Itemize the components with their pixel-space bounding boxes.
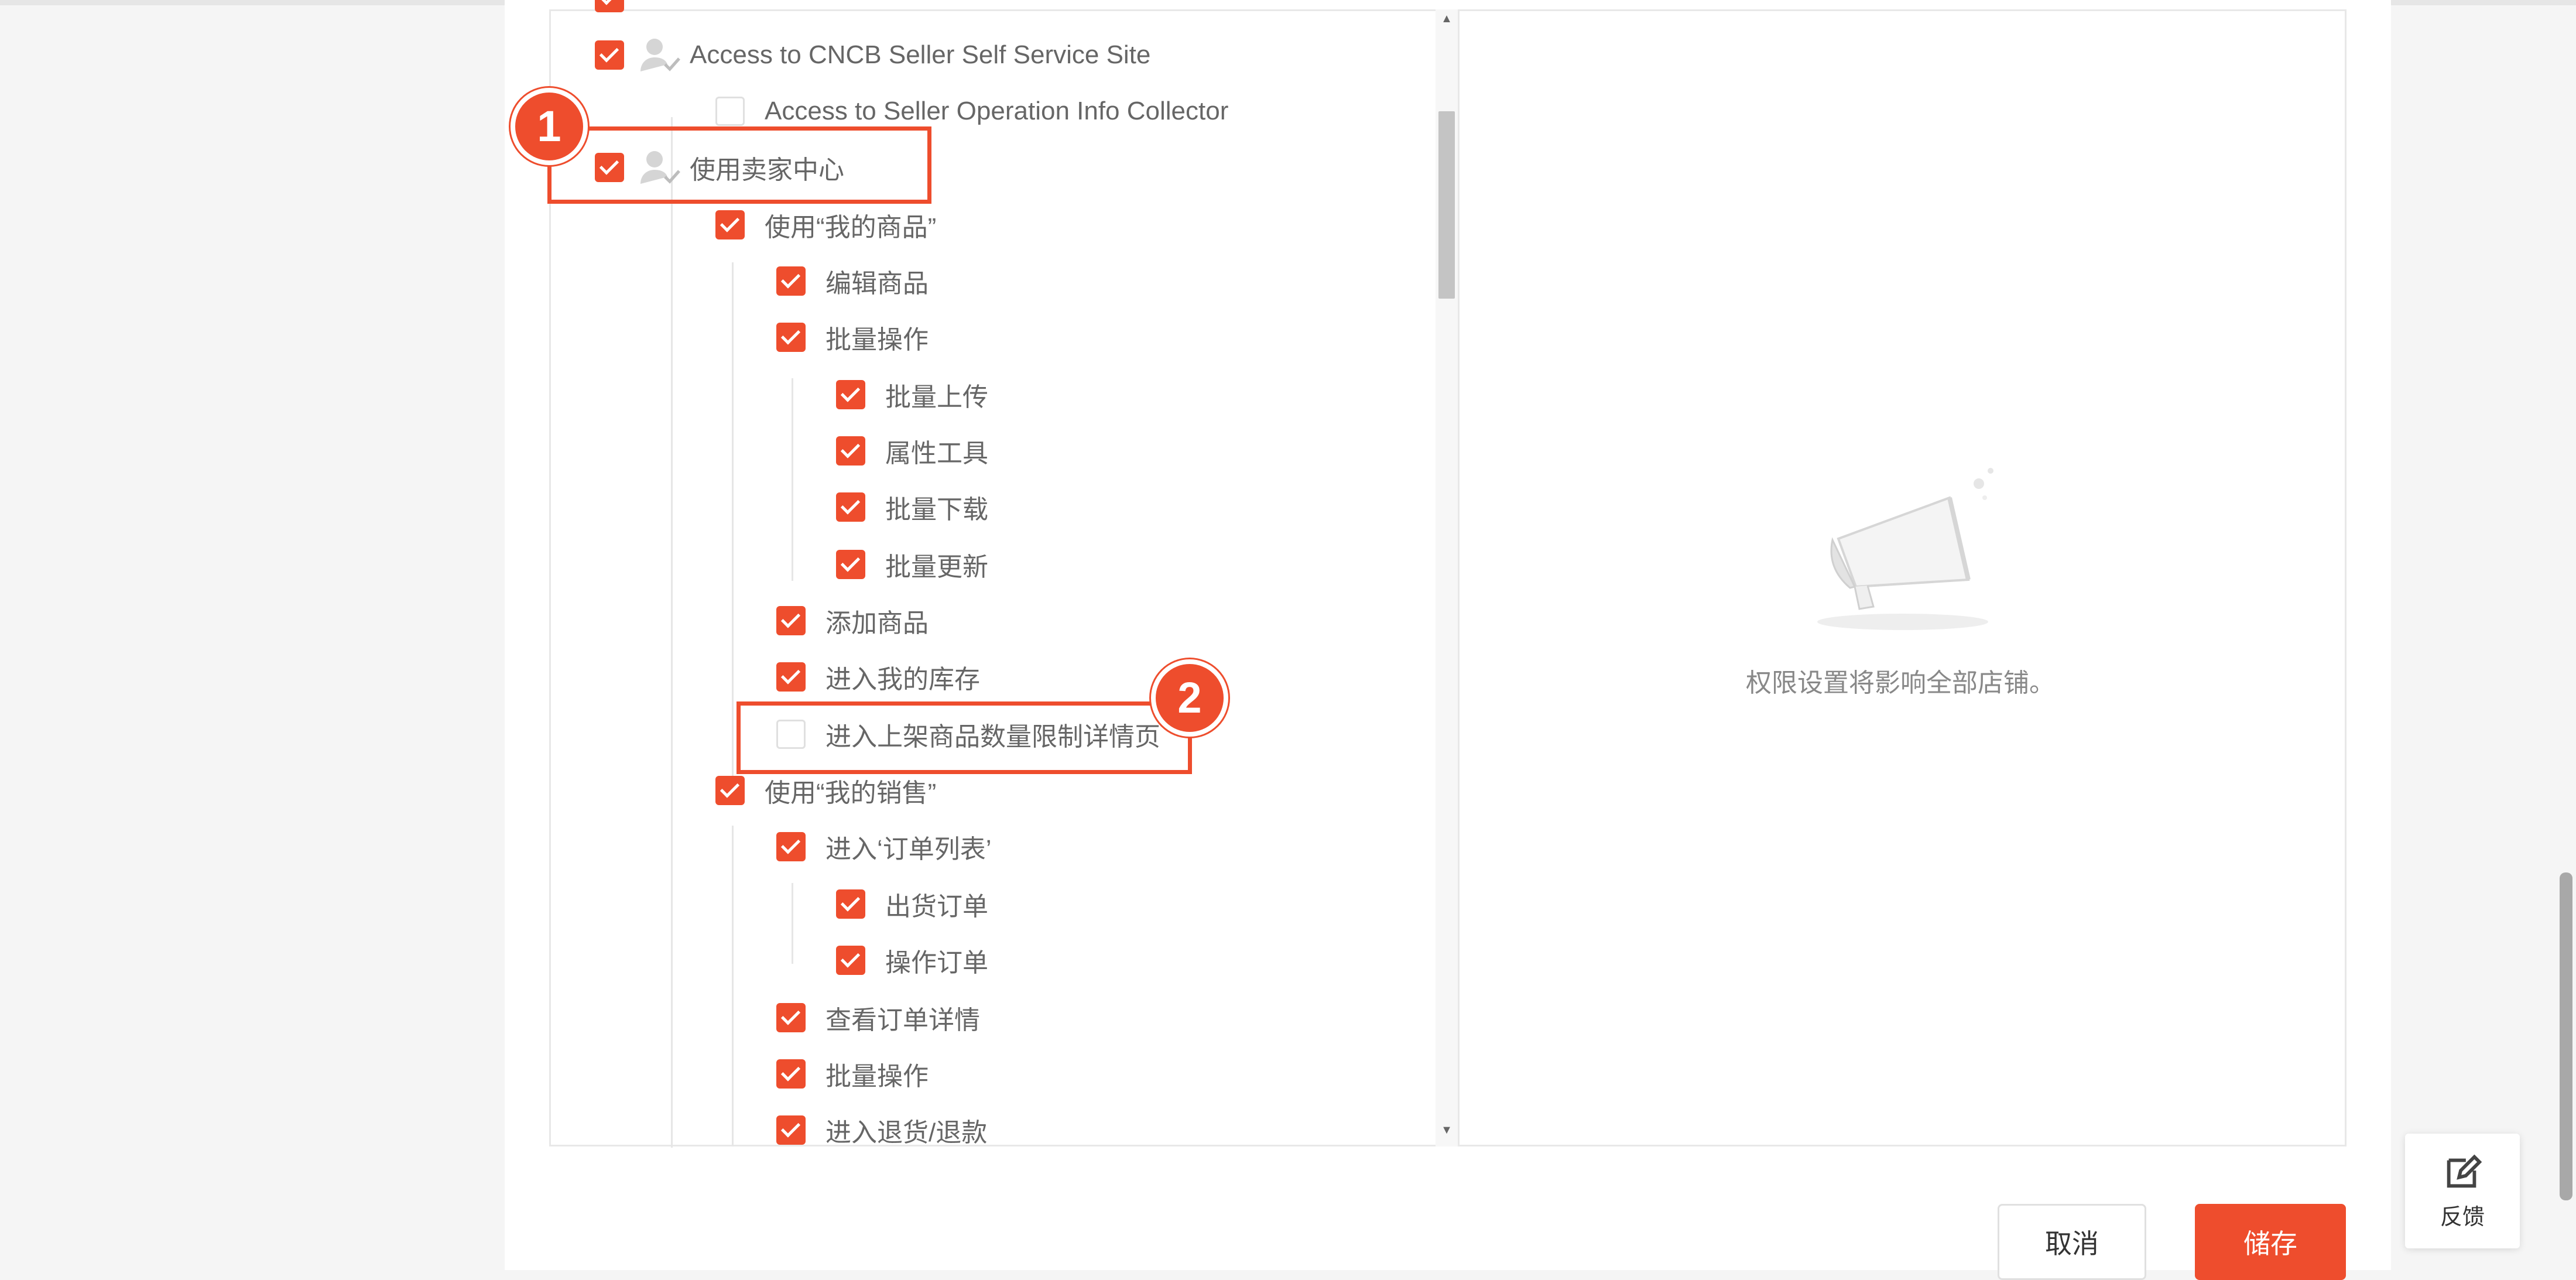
checkbox[interactable] xyxy=(595,0,624,12)
checkbox[interactable] xyxy=(836,492,865,522)
checkbox[interactable] xyxy=(776,323,806,352)
tree-node-label: 操作订单 xyxy=(885,949,988,977)
tree-node-listing-limit-detail[interactable]: 进入上架商品数量限制详情页 xyxy=(776,711,1160,758)
tree-node-label: Access to CNCB Seller Self Service Site xyxy=(690,40,1151,69)
tree-node-label: 进入‘订单列表’ xyxy=(825,835,992,864)
checkbox[interactable] xyxy=(776,1003,806,1032)
checkbox[interactable] xyxy=(776,832,806,861)
tree-guide-line xyxy=(732,826,734,1146)
cancel-button[interactable]: 取消 xyxy=(1998,1204,2146,1280)
tree-node-batch-operations[interactable]: 批量操作 xyxy=(776,314,929,361)
checkbox[interactable] xyxy=(595,40,624,70)
tree-node-label: 进入退货/退款 xyxy=(825,1118,988,1147)
checkbox[interactable] xyxy=(836,550,865,579)
annotation-badge-1: 1 xyxy=(511,88,588,165)
tree-node-seller-operation-collector[interactable]: Access to Seller Operation Info Collecto… xyxy=(715,88,1228,135)
tree-node-my-products[interactable]: 使用“我的商品” xyxy=(715,201,936,248)
checkbox[interactable] xyxy=(776,1059,806,1089)
tree-node-label: 批量操作 xyxy=(825,1062,929,1091)
tree-node-batch-upload[interactable]: 批量上传 xyxy=(836,371,988,418)
checkbox[interactable] xyxy=(836,946,865,975)
tree-node-label: 使用“我的商品” xyxy=(765,213,937,242)
tree-node-partial[interactable] xyxy=(595,0,624,21)
save-button[interactable]: 储存 xyxy=(2195,1204,2346,1280)
tree-node-label: 批量上传 xyxy=(885,383,988,412)
permission-tree-panel xyxy=(549,9,1460,1146)
checkbox[interactable] xyxy=(595,153,624,182)
tree-node-label: 使用卖家中心 xyxy=(690,156,844,184)
tree-node-my-sales[interactable]: 使用“我的销售” xyxy=(715,767,936,814)
tree-node-label: 批量操作 xyxy=(825,326,929,354)
tree-node-label: 属性工具 xyxy=(885,439,988,468)
tree-guide-line xyxy=(732,262,734,778)
checkbox[interactable] xyxy=(715,210,745,239)
tree-node-use-seller-center[interactable]: 使用卖家中心 xyxy=(595,144,844,191)
tree-node-batch-operations-sales[interactable]: 批量操作 xyxy=(776,1050,929,1097)
tree-node-label: 编辑商品 xyxy=(825,269,929,298)
annotation-badge-2: 2 xyxy=(1151,659,1228,737)
checkbox[interactable] xyxy=(715,776,745,805)
checkbox[interactable] xyxy=(776,662,806,692)
checkbox[interactable] xyxy=(776,1115,806,1145)
tree-guide-line xyxy=(792,378,793,581)
tree-node-attribute-tool[interactable]: 属性工具 xyxy=(836,427,988,474)
page-scrollbar-thumb[interactable] xyxy=(2560,872,2572,1200)
checkbox[interactable] xyxy=(776,720,806,749)
tree-scrollbar-thumb[interactable] xyxy=(1438,111,1455,299)
scroll-down-arrow-icon[interactable]: ▼ xyxy=(1441,1124,1453,1137)
tree-guide-line xyxy=(671,117,673,1148)
user-check-icon xyxy=(640,151,680,184)
empty-state-text: 权限设置将影响全部店铺。 xyxy=(1746,669,2055,697)
tree-node-label: 使用“我的销售” xyxy=(765,779,937,807)
tree-node-order-list[interactable]: 进入‘订单列表’ xyxy=(776,823,992,870)
tree-node-label: Access to Seller Operation Info Collecto… xyxy=(765,97,1229,125)
tree-node-cncb-self-service[interactable]: Access to CNCB Seller Self Service Site xyxy=(595,32,1150,78)
user-check-icon xyxy=(640,39,680,71)
tree-node-batch-update[interactable]: 批量更新 xyxy=(836,541,988,588)
highlight-box-seller-center xyxy=(547,126,931,204)
tree-node-order-details[interactable]: 查看订单详情 xyxy=(776,994,980,1041)
tree-node-label: 查看订单详情 xyxy=(825,1006,980,1035)
tree-node-label: 添加商品 xyxy=(825,609,929,638)
tree-node-label: 批量下载 xyxy=(885,495,988,524)
tree-guide-line xyxy=(792,883,793,964)
tree-node-add-product[interactable]: 添加商品 xyxy=(776,597,929,644)
tree-node-edit-product[interactable]: 编辑商品 xyxy=(776,258,929,304)
tree-node-label: 批量更新 xyxy=(885,553,988,581)
tree-node-label: 进入我的库存 xyxy=(825,665,980,694)
megaphone-icon xyxy=(1817,468,1993,630)
feedback-button[interactable]: 反馈 xyxy=(2405,1134,2520,1248)
checkbox[interactable] xyxy=(836,889,865,919)
feedback-label: 反馈 xyxy=(2440,1204,2485,1230)
checkbox[interactable] xyxy=(776,606,806,635)
tree-node-ship-orders[interactable]: 出货订单 xyxy=(836,881,988,928)
edit-icon xyxy=(2447,1154,2482,1187)
checkbox[interactable] xyxy=(836,380,865,409)
tree-node-label: 出货订单 xyxy=(885,892,988,921)
checkbox[interactable] xyxy=(836,436,865,466)
checkbox[interactable] xyxy=(715,97,745,126)
scroll-up-arrow-icon[interactable]: ▲ xyxy=(1441,12,1453,25)
tree-node-batch-download[interactable]: 批量下载 xyxy=(836,484,988,531)
checkbox[interactable] xyxy=(776,266,806,296)
tree-node-returns-refunds[interactable]: 进入退货/退款 xyxy=(776,1107,987,1154)
tree-node-label: 进入上架商品数量限制详情页 xyxy=(825,723,1160,751)
tree-node-operate-orders[interactable]: 操作订单 xyxy=(836,937,988,984)
highlight-box-listing-limit xyxy=(737,701,1192,774)
tree-node-my-inventory[interactable]: 进入我的库存 xyxy=(776,653,980,700)
